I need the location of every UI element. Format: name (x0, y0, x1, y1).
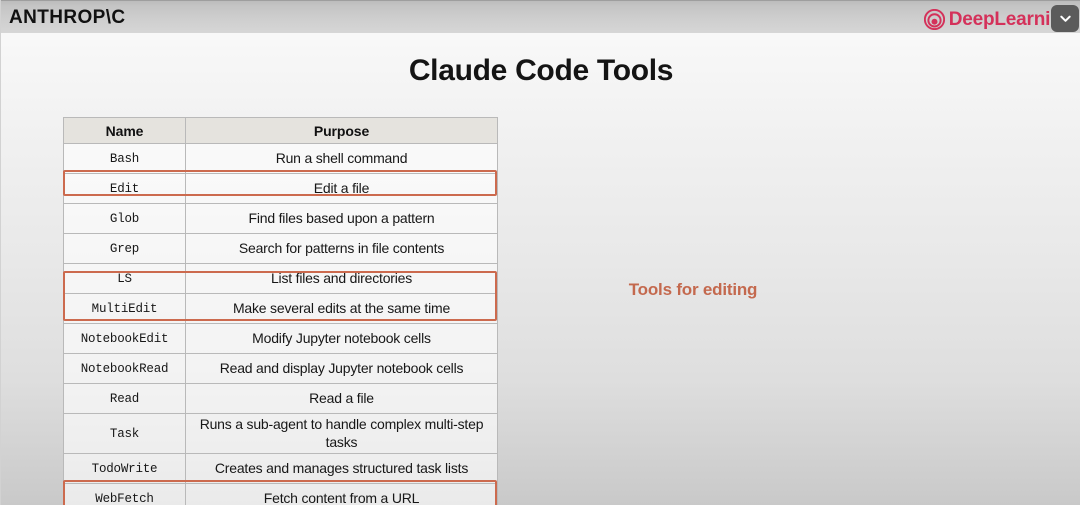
tool-name-cell: LS (63, 263, 186, 294)
tool-name-cell: Grep (63, 233, 186, 264)
page-title: Claude Code Tools (408, 54, 674, 87)
tool-purpose-cell: Creates and manages structured task list… (185, 453, 498, 484)
column-header-name: Name (63, 117, 186, 144)
tool-name-cell: NotebookEdit (63, 323, 186, 354)
tool-name-cell: TodoWrite (63, 453, 186, 484)
tool-name-cell: NotebookRead (63, 353, 186, 384)
tool-purpose-cell: Read a file (185, 383, 498, 414)
tool-name-cell: Glob (63, 203, 186, 234)
tool-purpose-cell: Run a shell command (185, 143, 498, 174)
tool-name-cell: WebFetch (63, 483, 186, 505)
tool-purpose-cell: Edit a file (185, 173, 498, 204)
tool-name-cell: Bash (63, 143, 186, 174)
tool-name-cell: Read (63, 383, 186, 414)
tool-name-cell: MultiEdit (63, 293, 186, 324)
anthropic-logo: ANTHROP\C (9, 7, 126, 28)
tool-purpose-cell: Search for patterns in file contents (185, 233, 498, 264)
chevron-down-icon (1059, 15, 1071, 22)
top-bar: ANTHROP\C DeepLearning (1, 0, 1080, 33)
callout-tools-for-editing: Tools for editing (628, 280, 758, 299)
deeplearning-brand[interactable]: DeepLearning (923, 6, 1073, 32)
tool-purpose-cell: Fetch content from a URL (185, 483, 498, 505)
tool-purpose-cell: Read and display Jupyter notebook cells (185, 353, 498, 384)
tool-name-cell: Task (63, 413, 186, 454)
tool-purpose-cell: Modify Jupyter notebook cells (185, 323, 498, 354)
tool-purpose-cell: Runs a sub-agent to handle complex multi… (185, 413, 498, 454)
tool-purpose-cell: Make several edits at the same time (185, 293, 498, 324)
chevron-down-button[interactable] (1051, 5, 1079, 32)
column-header-purpose: Purpose (185, 117, 498, 144)
tool-name-cell: Edit (63, 173, 186, 204)
tool-purpose-cell: List files and directories (185, 263, 498, 294)
tool-purpose-cell: Find files based upon a pattern (185, 203, 498, 234)
table-header-row: Name Purpose (63, 117, 498, 144)
deeplearning-wordmark: DeepLearning (948, 8, 1073, 30)
concentric-circles-icon (923, 8, 945, 30)
